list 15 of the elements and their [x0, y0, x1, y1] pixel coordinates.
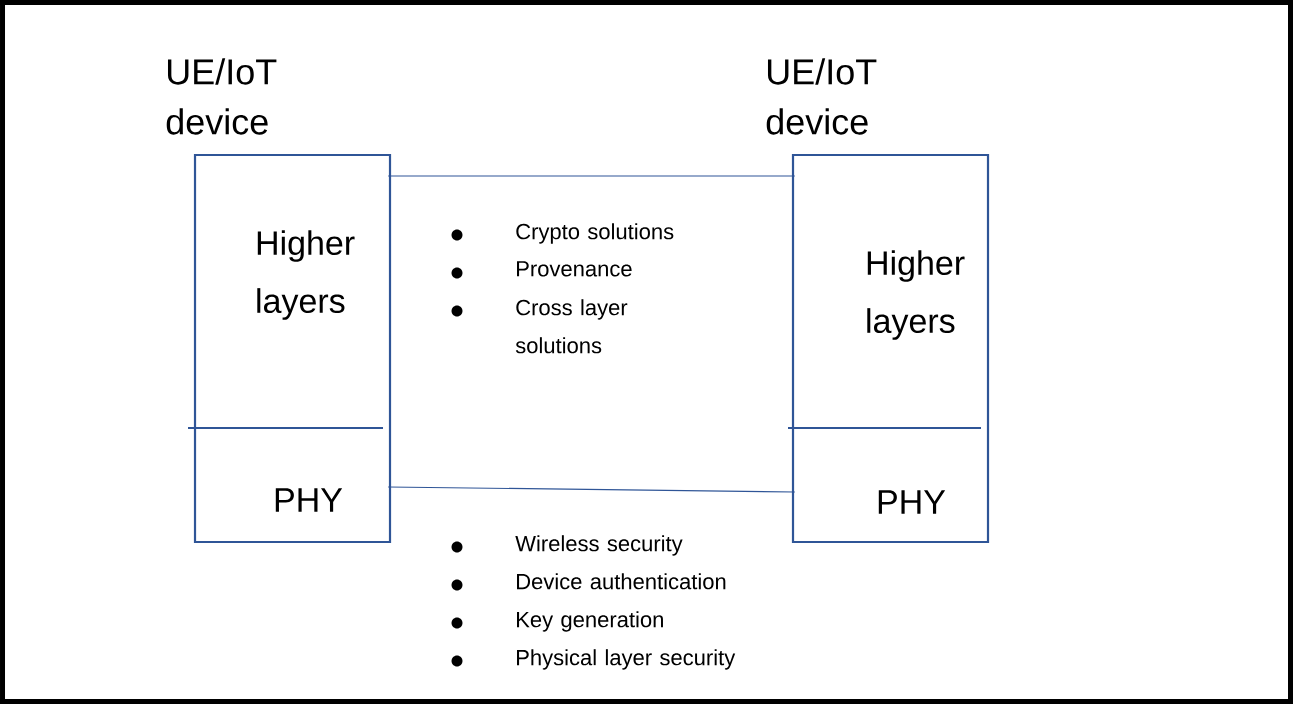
list-item: Physical layer security: [517, 649, 736, 670]
phy-section: PHY: [878, 490, 946, 514]
layer-section: Higher layers: [257, 230, 355, 320]
list-item: Crypto solutions: [516, 223, 674, 244]
layer-section: Higher layers: [867, 250, 965, 340]
connector-line: [387, 175, 796, 177]
list-item: Wireless security: [515, 535, 683, 556]
phy-section: PHY: [275, 488, 343, 512]
connector-line: [387, 486, 796, 493]
list-item: Cross layer solutions: [515, 299, 628, 354]
list-item: Key generation: [517, 611, 663, 632]
list-item: Provenance: [517, 261, 632, 277]
list-item: Device authentication: [517, 573, 726, 590]
node-label: UE/IoT device: [766, 58, 877, 135]
node-label: UE/IoT device: [166, 58, 277, 135]
